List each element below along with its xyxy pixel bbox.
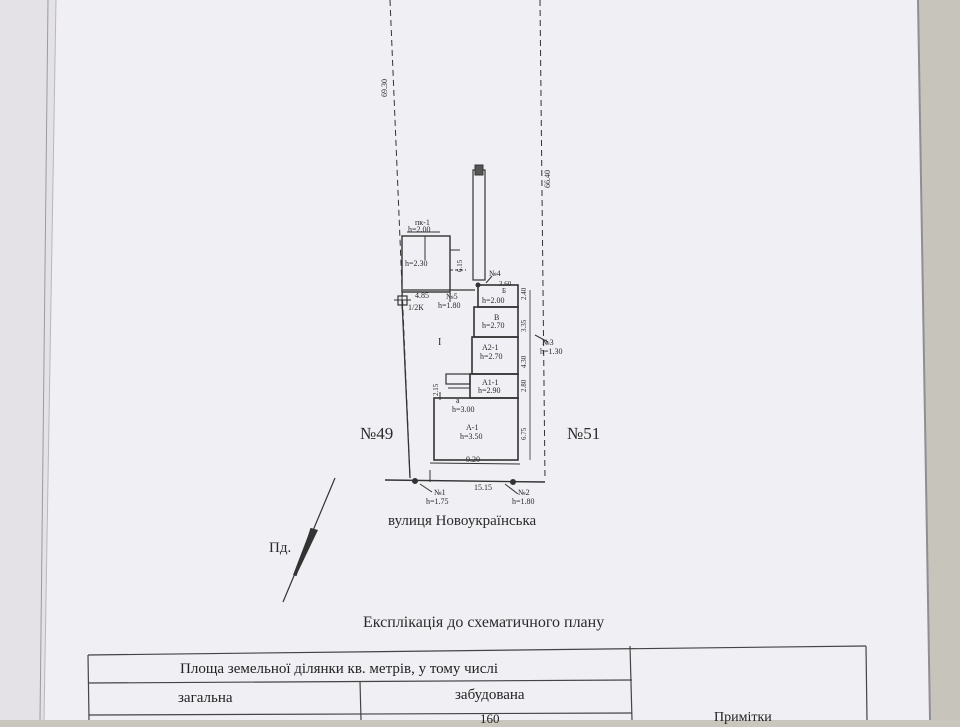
- n1-label: №1: [434, 488, 446, 497]
- building-a11-height: h=2.90: [478, 386, 501, 395]
- shed-height: h=2.30: [405, 259, 428, 268]
- n5-height: h=1.80: [438, 301, 461, 310]
- neighbor-left-label: №49: [360, 424, 394, 443]
- shed-width: 4.85: [415, 291, 429, 300]
- column-built: забудована: [455, 687, 525, 703]
- built-value-partial: 160: [480, 711, 500, 726]
- building-a1-label: А-1: [466, 423, 479, 432]
- well-label: 1/2К: [408, 303, 424, 312]
- shed-depth: 6.15: [456, 259, 464, 272]
- annex-height: h=3.00: [452, 405, 475, 414]
- explication-table-lines: [87, 645, 868, 720]
- building-v-height: h=2.70: [482, 321, 505, 330]
- n5-label: №5: [446, 292, 458, 301]
- annex-label: а: [456, 396, 460, 405]
- building-v-side: 3.35: [520, 319, 528, 332]
- building-a11-label: А1-1: [482, 378, 499, 387]
- n4-label: №4: [489, 269, 501, 278]
- building-a21-height: h=2.70: [480, 352, 503, 361]
- plot-number: І: [438, 337, 442, 348]
- n3-height: h=1.30: [540, 347, 563, 356]
- n4-length: 3.60: [499, 280, 512, 288]
- cellar-label: пк-1: [415, 218, 430, 227]
- building-b-label: Б: [502, 287, 507, 295]
- neighbor-right-label: №51: [567, 424, 601, 443]
- n2-height: h=1.80: [512, 497, 535, 506]
- width-front: 15.15: [474, 483, 492, 492]
- building-a21-side: 4.30: [520, 355, 528, 368]
- n3-label: №3: [542, 338, 554, 347]
- column-total: загальна: [178, 690, 233, 706]
- paper-sheet: [44, 0, 930, 720]
- building-a1-side: 6.75: [520, 427, 528, 440]
- side-length-right: 66.40: [543, 170, 552, 188]
- building-a1-height: h=3.50: [460, 432, 483, 441]
- building-a1: [433, 397, 519, 461]
- shed-outline: [401, 235, 451, 293]
- n1-height: h=1.75: [426, 497, 449, 506]
- back-sheet: [0, 0, 60, 720]
- explication-title: Експлікація до схематичного плану: [363, 614, 605, 631]
- building-a11-side: 2.80: [520, 379, 528, 392]
- north-label: Пд.: [269, 540, 292, 556]
- front-line: [384, 479, 546, 483]
- cellar-height: h=2.00: [408, 225, 431, 234]
- building-a21-label: А2-1: [482, 343, 499, 352]
- n2-label: №2: [518, 488, 530, 497]
- explication-header: Площа земельної ділянки кв. метрів, у то…: [180, 661, 499, 677]
- north-arrow-icon: [282, 477, 336, 603]
- side-length-left: 69.30: [380, 79, 389, 97]
- width-inner: 9.20: [466, 455, 480, 464]
- annex-length: 2.15: [432, 383, 440, 396]
- building-b-side: 2.40: [520, 287, 528, 300]
- notes-column: Примітки: [714, 710, 772, 725]
- street-name: вулиця Новоукраїнська: [388, 513, 537, 529]
- right-boundary: [539, 0, 546, 481]
- building-b-height: h=2.00: [482, 296, 505, 305]
- building-v-label: В: [494, 313, 500, 322]
